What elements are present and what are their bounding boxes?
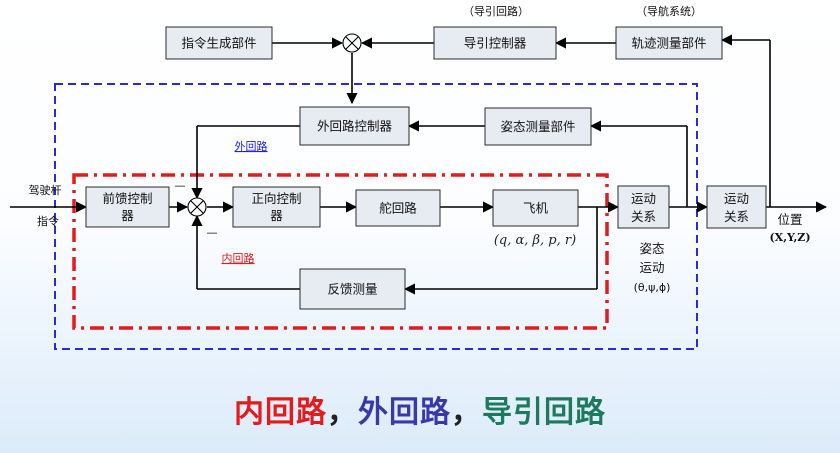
caption-inner-loop: 内回路 — [234, 395, 327, 430]
attitude-motion-label-line1: 姿态 — [639, 241, 664, 256]
position-label: 位置 — [777, 212, 802, 227]
attitude-angles-label: (θ,ψ,ϕ) — [634, 281, 671, 294]
attitude-measure-block: 姿态测量部件 — [484, 107, 592, 146]
outer-controller-block: 外回路控制器 — [299, 106, 410, 146]
inner-loop-frame — [72, 173, 609, 330]
caption-guidance-loop: 导引回路 — [482, 395, 606, 430]
caption-separator-2: ， — [451, 395, 482, 430]
command-generator-block: 指令生成部件 — [165, 26, 273, 60]
signal-wires — [10, 34, 828, 295]
rudder-loop-block: 舵回路 — [355, 189, 441, 227]
guidance-controller-block: 导引控制器 — [433, 26, 557, 60]
trajectory-measure-label: 轨迹测量部件 — [631, 36, 706, 51]
caption-separator-1: ， — [327, 395, 358, 430]
outer-loop-frame — [54, 83, 698, 350]
aircraft-label: 飞机 — [523, 201, 549, 216]
aircraft-states-label: (q, α, β, p, r) — [494, 233, 576, 248]
minus-sign-outer: — — [175, 179, 186, 192]
feedback-measure-label: 反馈测量 — [327, 282, 377, 297]
attitude-measure-label: 姿态测量部件 — [500, 119, 575, 134]
motion-relation-2-line2: 关系 — [724, 209, 749, 224]
stick-command-label-line1: 驾驶杆 — [29, 183, 62, 197]
attitude-motion-label-line2: 运动 — [639, 260, 664, 275]
feedforward-label-line1: 前馈控制 — [102, 191, 152, 206]
outer-controller-label: 外回路控制器 — [317, 119, 393, 134]
trajectory-measure-block: 轨迹测量部件 — [615, 26, 723, 60]
forward-controller-block: 正向控制 器 — [232, 186, 321, 228]
position-coords-label: (X,Y,Z) — [769, 231, 810, 244]
aircraft-block: 飞机 — [492, 189, 579, 227]
motion-relation-block-2: 运动 关系 — [706, 185, 767, 229]
command-generator-label: 指令生成部件 — [181, 36, 256, 51]
summing-junction-guidance — [342, 33, 362, 53]
feedforward-label-line2: 器 — [121, 208, 134, 223]
diagram-caption: 内回路，外回路，导引回路 — [0, 387, 840, 431]
motion-relation-2-line1: 运动 — [724, 191, 749, 206]
inner-loop-label: 内回路 — [222, 251, 255, 265]
stick-command-label-line2: 指令 — [37, 214, 59, 228]
minus-sign-inner: — — [207, 226, 218, 239]
caption-outer-loop: 外回路 — [358, 395, 451, 430]
rudder-loop-label: 舵回路 — [379, 201, 417, 216]
control-loop-diagram: 指令生成部件 导引控制器 轨迹测量部件 外回路控制器 姿态测量部件 前馈控制 器… — [10, 4, 828, 350]
feedforward-controller-block: 前馈控制 器 — [85, 186, 170, 228]
motion-relation-1-line2: 关系 — [631, 209, 656, 224]
guidance-controller-label: 导引控制器 — [464, 36, 527, 51]
forward-controller-label-line1: 正向控制 — [251, 191, 301, 206]
guidance-loop-annotation: （导引回路） — [463, 4, 529, 18]
summing-junction-inner — [187, 197, 207, 217]
nav-system-annotation: （导航系统） — [636, 4, 702, 18]
outer-loop-label: 外回路 — [235, 140, 268, 153]
feedback-measure-block: 反馈测量 — [299, 268, 406, 310]
forward-controller-label-line2: 器 — [270, 208, 283, 223]
motion-relation-block-1: 运动 关系 — [617, 185, 670, 229]
motion-relation-1-line1: 运动 — [631, 191, 656, 206]
